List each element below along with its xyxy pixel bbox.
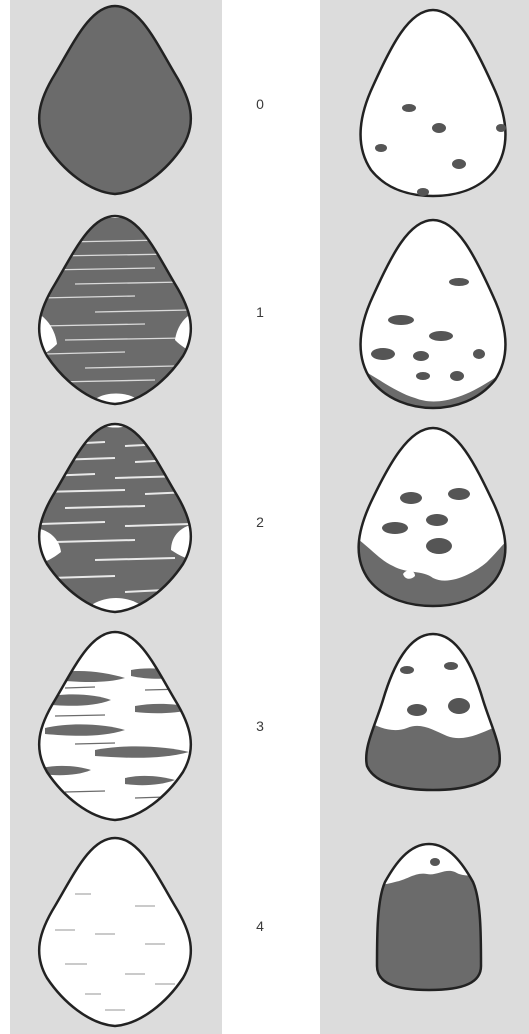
stage-0-left-stone (35, 2, 195, 198)
stage-1-right-stone (355, 216, 511, 412)
stage-0-right-stone (355, 6, 511, 198)
stage-label-1: 1 (240, 304, 280, 320)
stage-4-right-stone (373, 840, 485, 992)
stage-label-0: 0 (240, 96, 280, 112)
stage-3-left-stone (35, 628, 195, 824)
stage-1-left-stone (35, 212, 195, 408)
stage-4-left-stone (35, 834, 195, 1030)
stage-label-2: 2 (240, 514, 280, 530)
stage-label-4: 4 (240, 918, 280, 934)
stage-3-right-stone (363, 630, 505, 792)
stage-2-right-stone (353, 424, 511, 610)
stage-label-3: 3 (240, 718, 280, 734)
stage-2-left-stone (35, 420, 195, 616)
